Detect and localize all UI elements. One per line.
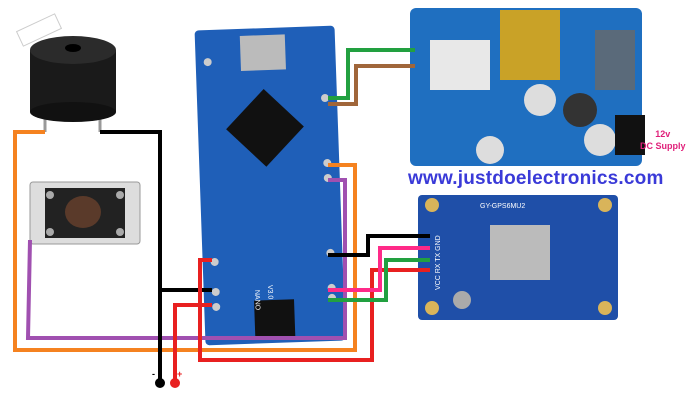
nano-version-label: V3.0 [266, 285, 274, 300]
gps-module: GY-GPS6MU2 [418, 195, 618, 320]
gps-model-label: GY-GPS6MU2 [480, 203, 525, 210]
positive-terminal [170, 378, 180, 388]
supply-voltage: 12v [655, 129, 671, 139]
negative-label: - [152, 369, 155, 379]
supply-text: DC Supply [640, 141, 686, 151]
wire-purple [25, 178, 347, 340]
positive-label: + [177, 369, 183, 379]
wire-black-gps [328, 234, 430, 257]
wire-pink-gps [328, 246, 430, 292]
negative-terminal [155, 378, 165, 388]
arduino-nano [194, 25, 346, 346]
wire-green-gps [328, 258, 430, 302]
wire-brown-gsm [328, 64, 415, 106]
wire-green-gsm [328, 48, 415, 100]
wire-black-buzzer [100, 130, 162, 380]
nano-model-label: NANO [253, 290, 261, 311]
buzzer [15, 13, 116, 132]
gsm-module [410, 8, 645, 166]
wire-orange [13, 130, 357, 352]
gps-pin-labels: VCC RX TX GND [435, 235, 442, 290]
wires [13, 48, 430, 380]
dc-supply-label: 12v DC Supply [640, 128, 686, 152]
push-button [29, 181, 141, 245]
website-label: www.justdoelectronics.com [408, 168, 664, 189]
